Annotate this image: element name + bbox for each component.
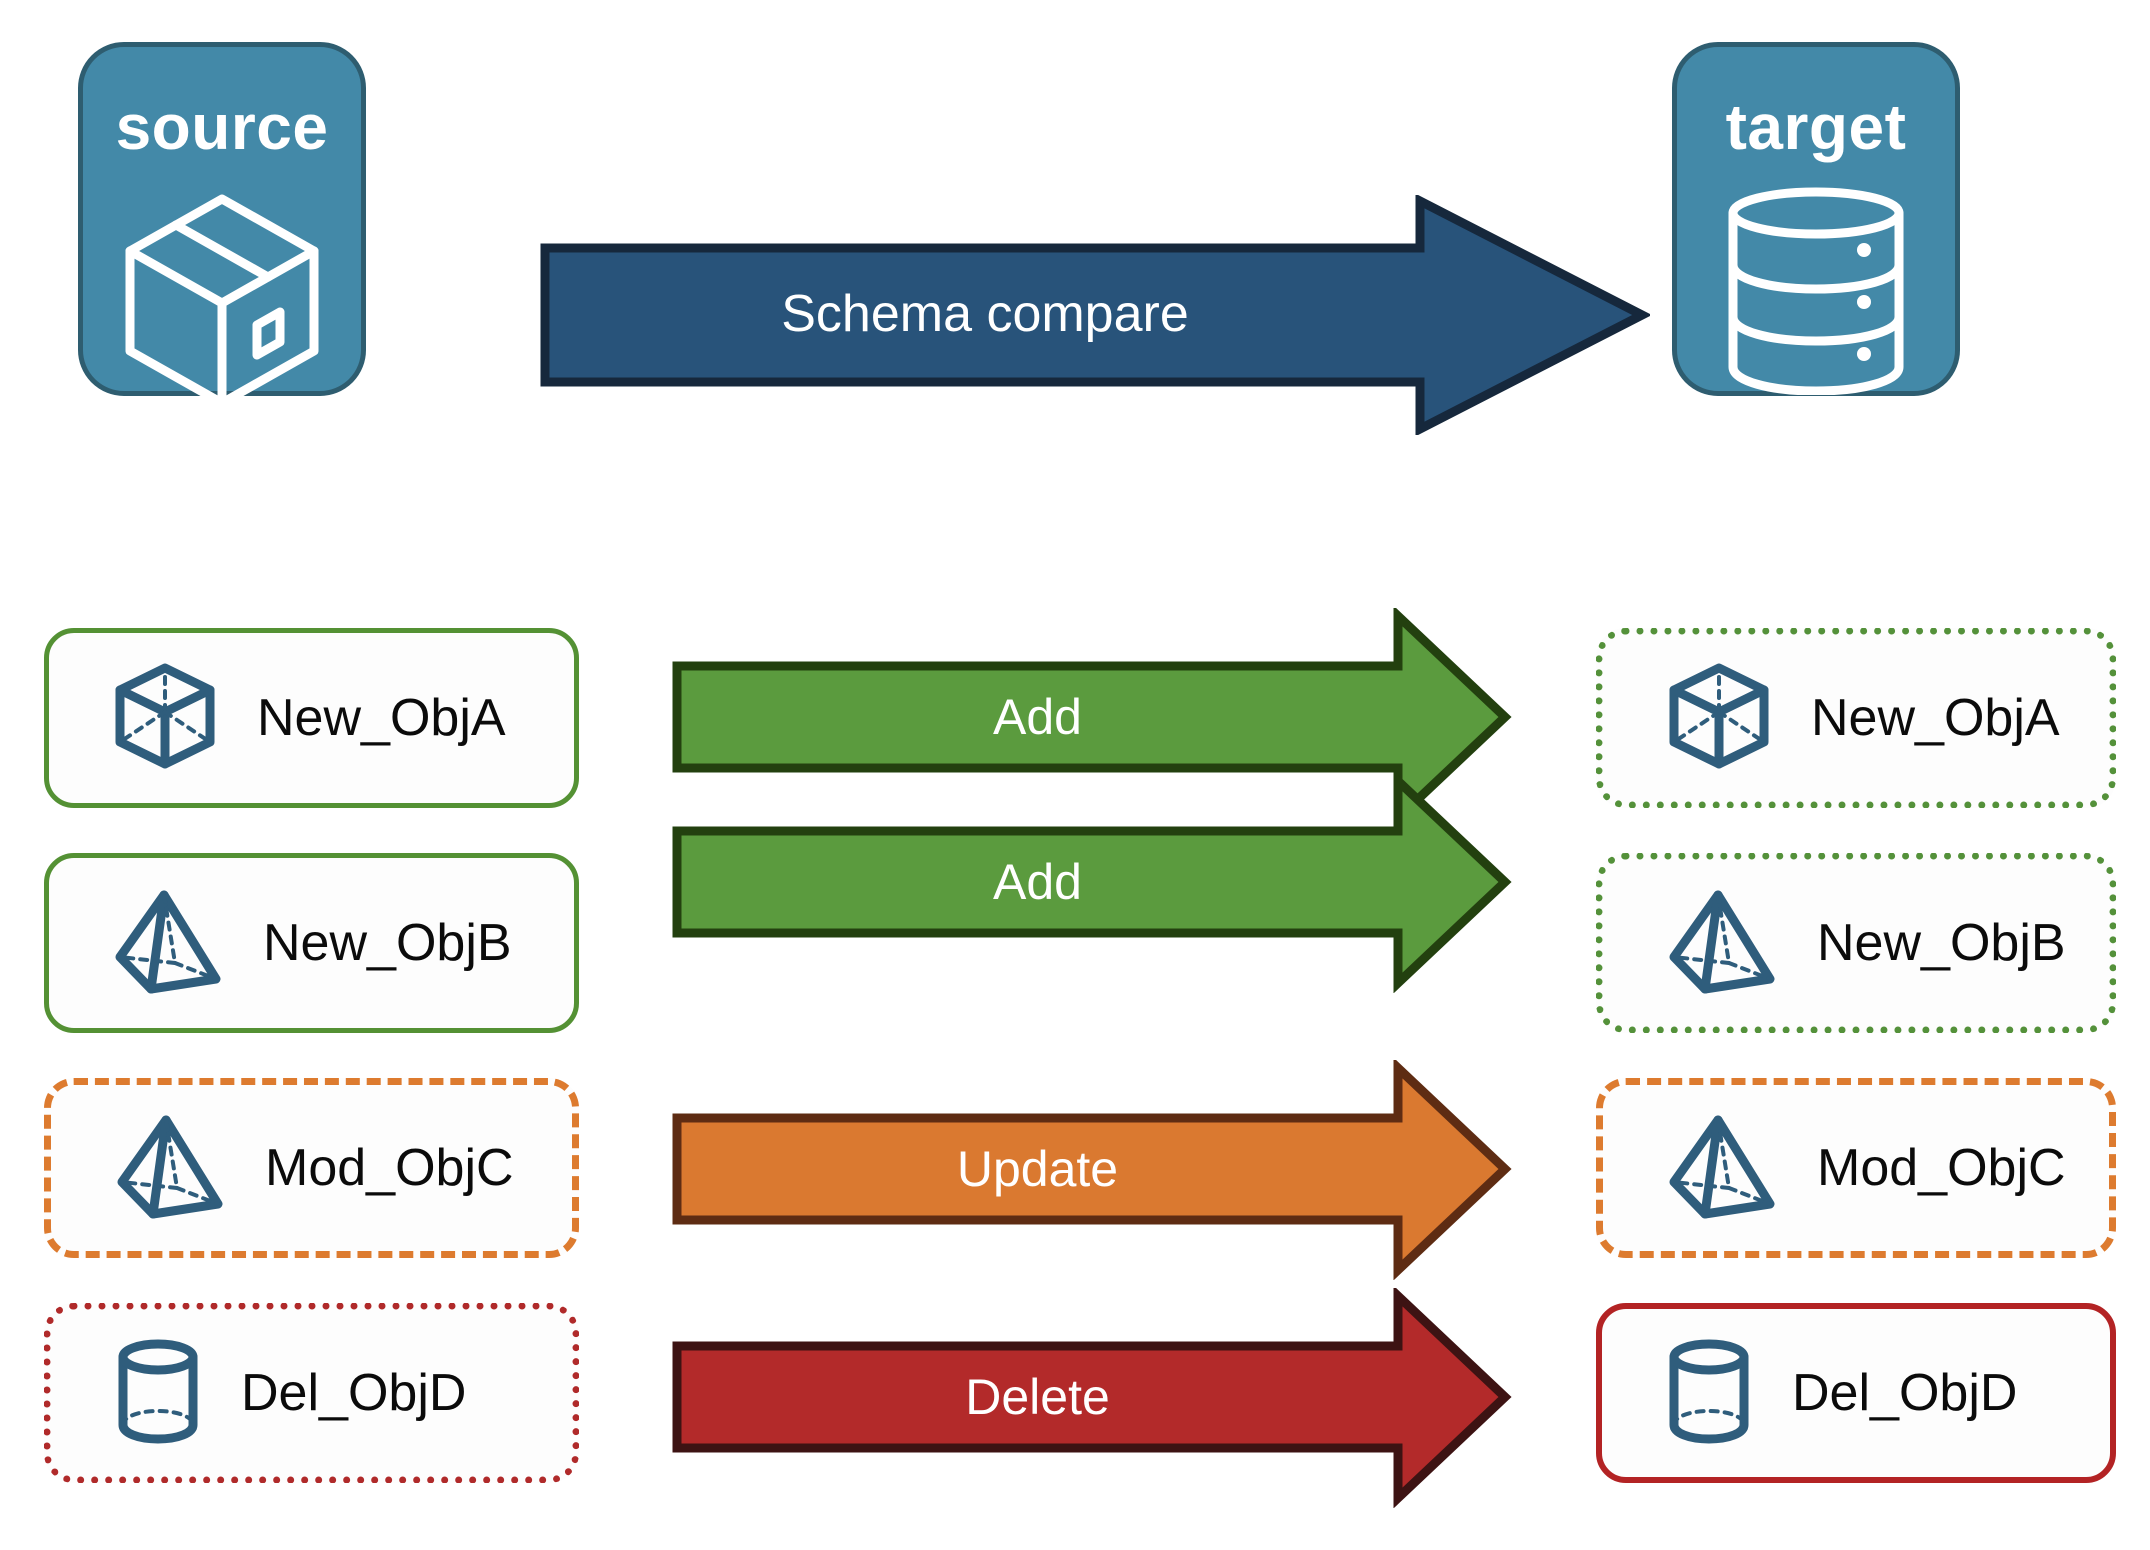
source-object-card-1[interactable]: New_ObjB xyxy=(44,853,579,1033)
target-object-card-1[interactable]: New_ObjB xyxy=(1596,853,2116,1033)
target-endpoint-title: target xyxy=(1725,91,1907,163)
schema-compare-arrow[interactable] xyxy=(540,193,1652,440)
source-object-label-0: New_ObjA xyxy=(257,689,506,747)
wireframe-pyramid-icon xyxy=(115,1112,225,1225)
source-object-label-1: New_ObjB xyxy=(263,914,512,972)
source-object-card-2[interactable]: Mod_ObjC xyxy=(44,1078,579,1258)
action-label-3: Delete xyxy=(965,1369,1110,1425)
wireframe-cylinder-icon xyxy=(115,1337,201,1450)
wireframe-pyramid-icon xyxy=(113,887,223,1000)
action-label-0: Add xyxy=(993,689,1082,745)
action-arrow-2[interactable] xyxy=(672,1057,1512,1285)
source-object-label-2: Mod_ObjC xyxy=(265,1139,514,1197)
action-arrow-0[interactable] xyxy=(672,605,1512,833)
source-object-label-3: Del_ObjD xyxy=(241,1364,467,1422)
wireframe-pyramid-icon xyxy=(1667,887,1777,1000)
action-arrow-3[interactable] xyxy=(672,1285,1512,1513)
target-object-label-2: Mod_ObjC xyxy=(1817,1139,2066,1197)
target-object-card-3[interactable]: Del_ObjD xyxy=(1596,1303,2116,1483)
source-endpoint-title: source xyxy=(115,91,329,163)
target-object-label-0: New_ObjA xyxy=(1811,689,2060,747)
target-object-label-3: Del_ObjD xyxy=(1792,1364,2018,1422)
action-label-1: Add xyxy=(993,854,1082,910)
source-endpoint-card[interactable]: source xyxy=(78,42,366,408)
target-endpoint-card[interactable]: target xyxy=(1672,42,1960,396)
action-arrow-1[interactable] xyxy=(672,770,1512,998)
wireframe-pyramid-icon xyxy=(1667,1112,1777,1225)
source-object-card-0[interactable]: New_ObjA xyxy=(44,628,579,808)
database-cylinder-icon xyxy=(1721,185,1911,400)
target-object-label-1: New_ObjB xyxy=(1817,914,2066,972)
target-object-card-2[interactable]: Mod_ObjC xyxy=(1596,1078,2116,1258)
source-object-card-3[interactable]: Del_ObjD xyxy=(44,1303,579,1483)
wireframe-cube-icon xyxy=(113,662,217,775)
wireframe-cylinder-icon xyxy=(1666,1337,1752,1450)
target-object-card-0[interactable]: New_ObjA xyxy=(1596,628,2116,808)
package-box-icon xyxy=(117,185,327,420)
action-label-2: Update xyxy=(956,1141,1119,1197)
wireframe-cube-icon xyxy=(1667,662,1771,775)
schema-compare-label: Schema compare xyxy=(781,285,1189,343)
